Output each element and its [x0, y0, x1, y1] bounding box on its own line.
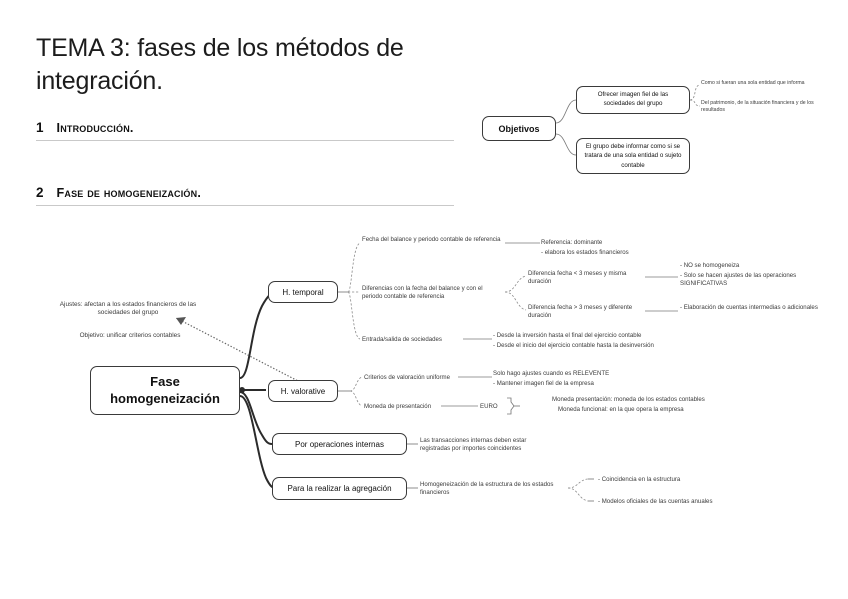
temporal-child-1-detail-2: - elabora los estados financieros [541, 249, 629, 256]
section-1-number: 1 [36, 120, 44, 135]
node-fase-homogeneizacion[interactable]: Fase homogeneización [90, 366, 240, 415]
node-ofrecer-imagen-fiel[interactable]: Ofrecer imagen fiel de las sociedades de… [576, 86, 690, 114]
section-1-divider [36, 140, 454, 141]
agregacion-sub-1: - Coincidencia en la estructura [598, 476, 681, 483]
note-arrowhead [176, 317, 186, 325]
temporal-child-3: Entrada/salida de sociedades [362, 336, 442, 343]
node-objetivos[interactable]: Objetivos [482, 116, 556, 141]
internas-detail: Las transacciones internas deben estar r… [420, 437, 527, 453]
temporal-child-2: Diferencias con la fecha del balance y c… [362, 285, 483, 301]
valorative-child-2-value: EURO [480, 403, 498, 410]
node-para-realizar-agregacion[interactable]: Para la realizar la agregación [272, 477, 407, 500]
wire-valorative-c2 [349, 390, 363, 407]
wire-temporal-c2-s2 [504, 291, 527, 311]
temporal-child-3-detail-1: - Desde la inversión hasta el final del … [493, 332, 642, 339]
wire-agregacion-s1 [567, 478, 589, 489]
valorative-child-1: Criterios de valoración uniforme [364, 374, 451, 381]
wire-objetivos-b1 [555, 99, 577, 124]
wire-root-internas [239, 391, 273, 445]
temporal-child-1-detail-1: Referencia: dominante [541, 239, 603, 246]
temporal-child-1: Fecha del balance y periodo contable de … [362, 236, 501, 243]
valorative-child-2-detail-1: Moneda presentación: moneda de los estad… [552, 396, 705, 403]
wire-obj-detail-1 [689, 84, 701, 101]
node-objetivos-label: Objetivos [498, 123, 540, 134]
temporal-child-3-detail-2: - Desde el inicio del ejercicio contable… [493, 342, 654, 349]
node-h-valorative[interactable]: H. valorative [268, 380, 338, 402]
node-h-valorative-label: H. valorative [280, 386, 326, 396]
section-1-title: Introducción. [56, 121, 134, 135]
node-h-temporal-label: H. temporal [282, 287, 324, 297]
objetivos-detail-2: Del patrimonio, de la situación financie… [701, 100, 814, 113]
objetivos-detail-1: Como si fueran una sola entidad que info… [701, 80, 805, 86]
wire-root-temporal [239, 291, 277, 379]
valorative-child-2: Moneda de presentación [364, 403, 432, 410]
valorative-child-1-detail-2: - Mantener imagen fiel de la empresa [493, 380, 594, 387]
agregacion-sub-2: - Modelos oficiales de las cuentas anual… [598, 498, 713, 505]
agregacion-detail: Homogeneización de la estructura de los … [420, 481, 554, 497]
page-title: TEMA 3: fases de los métodos de integrac… [36, 34, 404, 95]
node-grupo-informar[interactable]: El grupo debe informar como si se tratar… [576, 138, 690, 174]
wire-obj-detail-2 [689, 99, 701, 107]
temporal-sub-1-detail-2: - Solo se hacen ajustes de las operacion… [680, 272, 797, 288]
node-grupo-informar-label: El grupo debe informar como si se tratar… [584, 143, 682, 169]
wire-valorative-c1 [349, 376, 363, 392]
node-por-operaciones-internas-label: Por operaciones internas [295, 439, 384, 449]
node-ofrecer-imagen-fiel-label: Ofrecer imagen fiel de las sociedades de… [597, 91, 669, 107]
wire-temporal-c1 [347, 242, 361, 293]
section-1: 1 Introducción. [36, 120, 456, 141]
valorative-child-2-detail-2: Moneda funcional: en la que opera la emp… [558, 406, 684, 413]
node-fase-homogeneizacion-label: Fase homogeneización [110, 373, 220, 406]
temporal-sub-2-detail-1: - Elaboración de cuentas intermedias o a… [680, 304, 818, 311]
section-2-number: 2 [36, 185, 44, 200]
node-h-temporal[interactable]: H. temporal [268, 281, 338, 303]
wire-temporal-c3 [347, 291, 361, 340]
section-2-title: Fase de homogeneización. [56, 186, 202, 200]
wire-agregacion-s2 [567, 487, 589, 502]
temporal-child-2-sub-1: Diferencia fecha < 3 meses y misma durac… [528, 270, 627, 286]
section-2: 2 Fase de homogeneización. [36, 185, 456, 206]
document-heading: TEMA 3: fases de los métodos de integrac… [36, 32, 456, 206]
wire-objetivos-b2 [555, 133, 577, 156]
wire-temporal-c2-s1 [504, 275, 527, 293]
valorative-child-1-detail-1: Solo hago ajustes cuando es RELEVENTE [493, 370, 610, 377]
node-por-operaciones-internas[interactable]: Por operaciones internas [272, 433, 407, 455]
node-para-realizar-agregacion-label: Para la realizar la agregación [287, 484, 392, 493]
section-2-divider [36, 205, 454, 206]
temporal-child-2-sub-2: Diferencia fecha > 3 meses y diferente d… [528, 304, 633, 320]
note-objetivo: Objetivo: unificar criterios contables [79, 332, 181, 339]
temporal-sub-1-detail-1: - NO se homogeneiza [680, 262, 740, 269]
wire-root-agregacion [239, 395, 277, 489]
note-ajustes: Ajustes: afectan a los estados financier… [59, 301, 197, 317]
